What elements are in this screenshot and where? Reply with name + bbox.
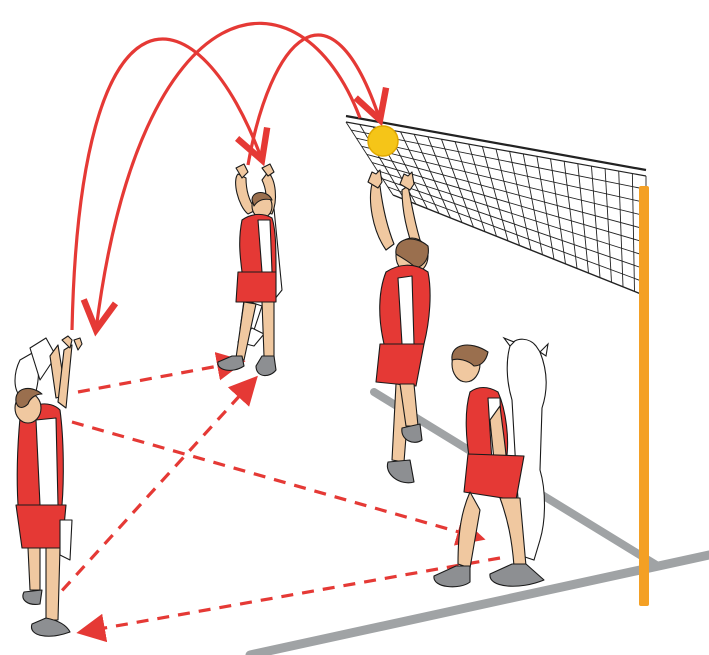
volleyball-icon — [368, 126, 398, 156]
front-to-left-pass — [82, 558, 500, 632]
dashed-passes — [48, 362, 500, 632]
player-left-back — [15, 336, 82, 636]
net-post — [639, 186, 649, 606]
player-setter — [218, 164, 282, 376]
player-blocker — [368, 170, 430, 483]
setter-to-net-arc — [248, 35, 380, 165]
left-to-setter-arc — [72, 39, 262, 330]
ball-arcs — [72, 23, 380, 330]
left-bottom-to-setter-pass — [48, 380, 254, 606]
left-to-setter-pass — [78, 362, 240, 392]
net-to-left-arc — [96, 23, 360, 330]
